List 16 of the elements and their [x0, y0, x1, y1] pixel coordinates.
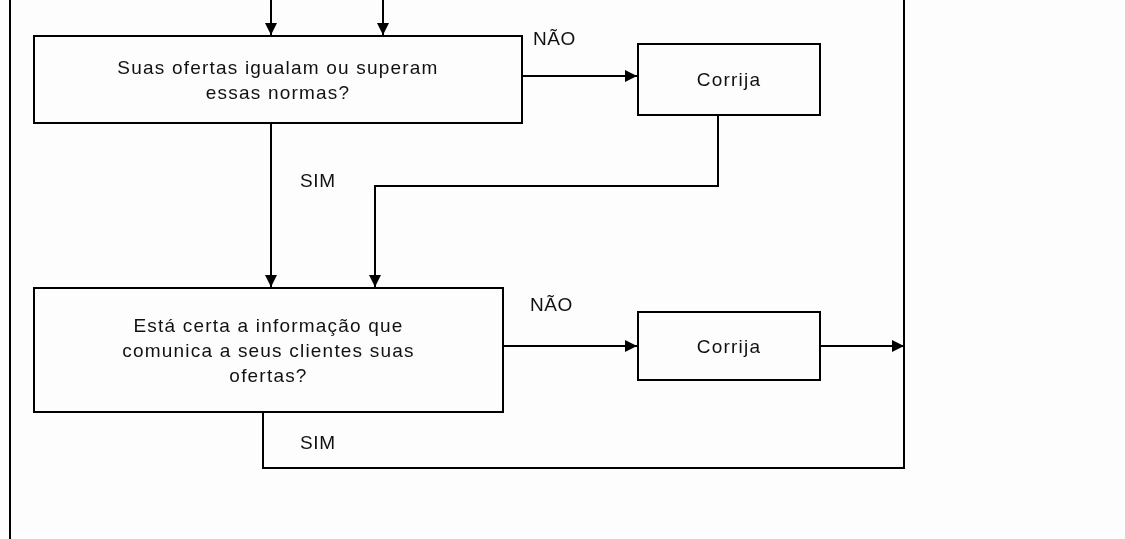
- process-box: Corrija: [637, 311, 821, 381]
- arrow: [265, 0, 277, 36]
- arrow: [369, 115, 719, 288]
- arrow: [265, 123, 277, 288]
- edge-label: NÃO: [530, 294, 573, 316]
- edge-label: SIM: [300, 432, 336, 454]
- arrow: [503, 340, 638, 352]
- connector-line: [262, 0, 905, 469]
- edge-label: SIM: [300, 170, 336, 192]
- process-box: Corrija: [637, 43, 821, 116]
- arrow: [377, 0, 389, 36]
- edge-label: NÃO: [533, 28, 576, 50]
- decision-box: Está certa a informação que comunica a seus clientes suas ofertas?: [33, 287, 504, 413]
- decision-box: Suas ofertas igualam ou superam essas normas?: [33, 35, 523, 124]
- arrow: [522, 70, 638, 82]
- arrow: [820, 340, 905, 352]
